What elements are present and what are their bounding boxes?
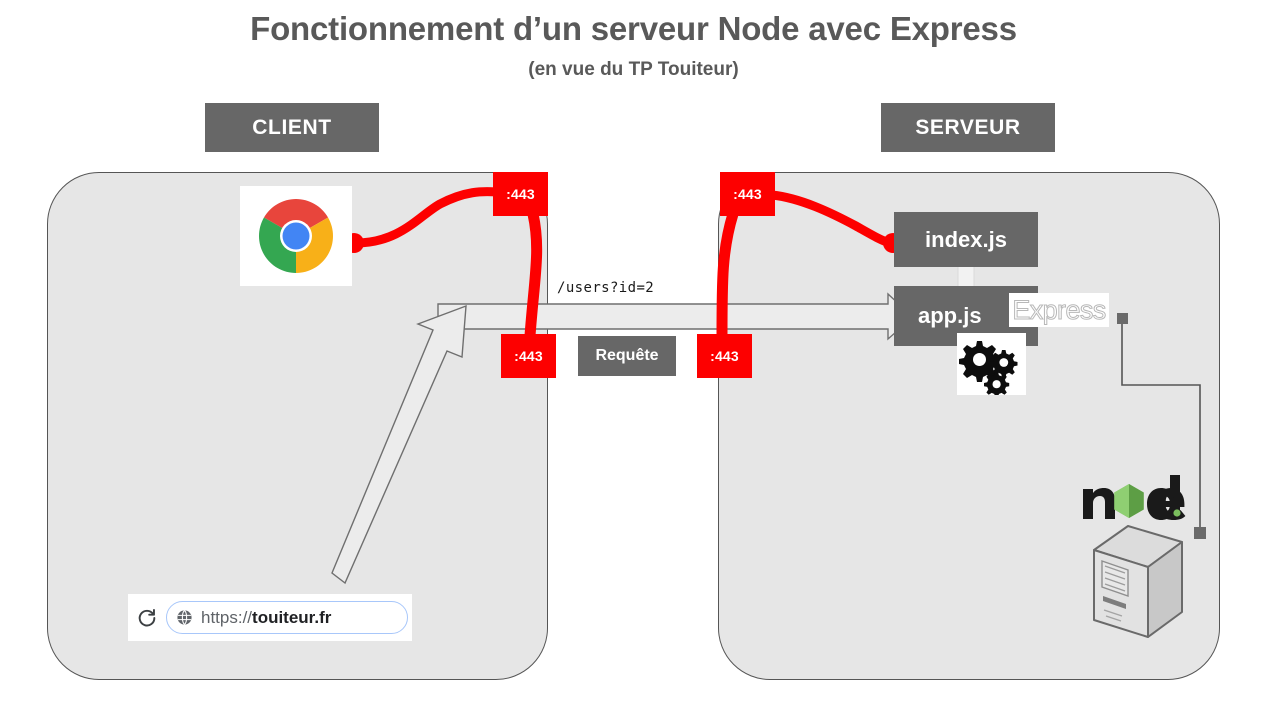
- omnibox[interactable]: https://touiteur.fr: [166, 601, 408, 634]
- request-badge: Requête: [578, 336, 676, 376]
- node-logo-icon: [1081, 475, 1193, 521]
- url-scheme: https://: [201, 607, 253, 627]
- port-badge-server-bottom: :443: [697, 334, 752, 378]
- port-badge-client-top: :443: [493, 172, 548, 216]
- page-subtitle: (en vue du TP Touiteur): [528, 59, 739, 80]
- port-badge-server-top: :443: [720, 172, 775, 216]
- express-logo-text: Express: [1012, 295, 1107, 326]
- page-title: Fonctionnement d’un serveur Node avec Ex…: [250, 10, 1017, 47]
- omnibox-url-text: https://touiteur.fr: [201, 608, 331, 628]
- chrome-logo-icon: [240, 186, 352, 286]
- gears-icon: [957, 333, 1026, 398]
- reload-icon[interactable]: [128, 607, 166, 629]
- express-logo: Express: [1009, 293, 1109, 327]
- globe-icon: [176, 609, 193, 626]
- request-path-label: /users?id=2: [557, 280, 655, 296]
- browser-url-bar[interactable]: https://touiteur.fr: [128, 594, 412, 641]
- server-header-label: SERVEUR: [881, 103, 1055, 152]
- url-host: touiteur.fr: [252, 607, 332, 627]
- module-index-js: index.js: [894, 212, 1038, 267]
- port-badge-client-bottom: :443: [501, 334, 556, 378]
- client-header-label: CLIENT: [205, 103, 379, 152]
- server-tower-icon: [1088, 520, 1188, 645]
